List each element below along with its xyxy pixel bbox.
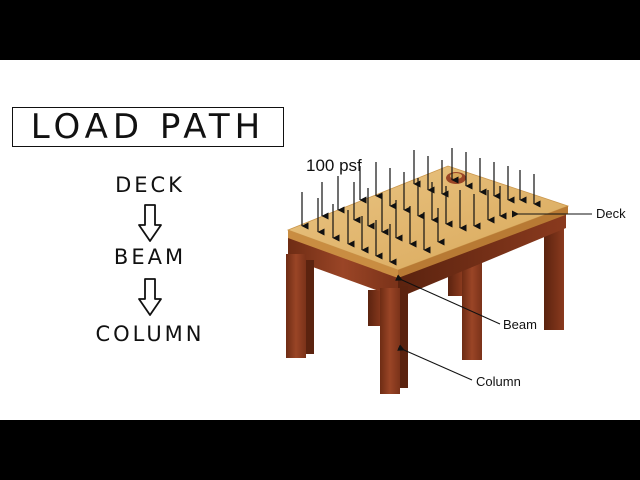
deck (286, 165, 570, 278)
load-label: 100 psf (306, 156, 362, 175)
page-title: LOAD PATH (30, 107, 266, 147)
down-arrow-icon (138, 278, 162, 316)
diagram-canvas: LOAD PATH DECK BEAM COLUMN (0, 60, 640, 420)
letterbox-top (0, 0, 640, 60)
down-arrow-icon (138, 204, 162, 242)
callout-deck: Deck (596, 206, 626, 221)
callout-beam: Beam (503, 317, 537, 332)
title-box: LOAD PATH (12, 107, 284, 147)
front-legs (286, 254, 408, 394)
table-illustration (286, 148, 592, 394)
callout-leaders (395, 210, 592, 381)
letterbox-bottom (0, 420, 640, 480)
flow-step-beam: BEAM (113, 245, 187, 269)
flow-step-column: COLUMN (95, 322, 205, 346)
load-arrows (301, 148, 541, 266)
callout-column: Column (476, 374, 521, 389)
flow-step-deck: DECK (115, 173, 185, 197)
beams (288, 210, 566, 298)
